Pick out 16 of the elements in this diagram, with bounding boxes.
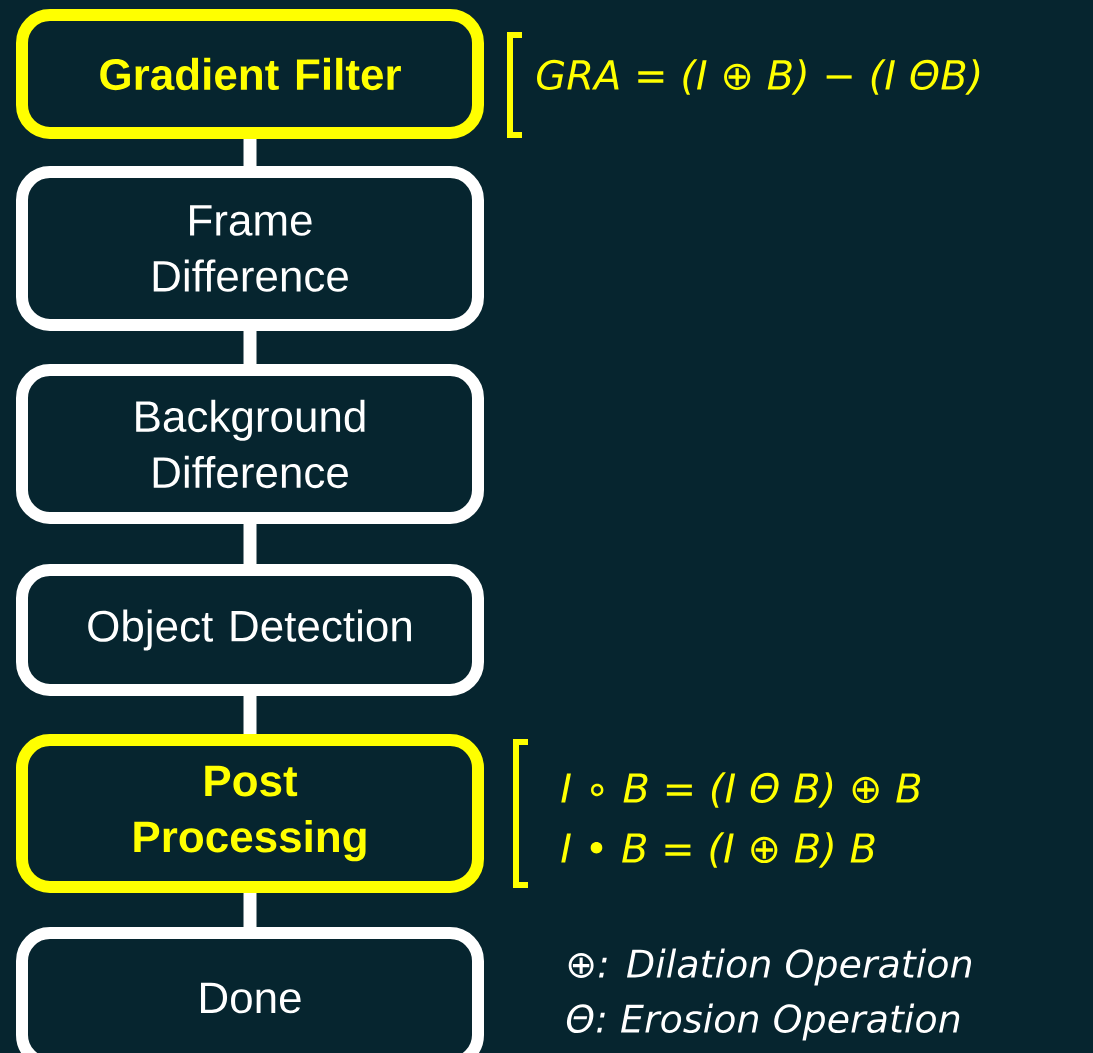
- process-box: Post Processing: [16, 734, 484, 893]
- legend-text: Θ: Erosion Operation: [566, 1003, 960, 1041]
- process-box: Object Detection: [16, 564, 484, 696]
- formula-text: GRA = (I ⊕ B) − (I ΘB): [537, 59, 980, 95]
- connector-line: [243, 139, 257, 166]
- connector-line: [243, 331, 257, 364]
- process-box: Done: [16, 927, 484, 1053]
- formula-text: I ∘ B = (I Θ B) ⊕ B: [561, 772, 921, 808]
- legend-text: ⊕: Dilation Operation: [568, 948, 972, 986]
- process-box: Background Difference: [16, 364, 484, 524]
- connector-line: [243, 524, 257, 564]
- connector-line: [243, 893, 257, 927]
- connector-line: [243, 696, 257, 734]
- process-box: Frame Difference: [16, 166, 484, 331]
- process-box: Gradient Filter: [16, 9, 484, 139]
- formula-text: I • B = (I ⊕ B) B: [561, 832, 875, 868]
